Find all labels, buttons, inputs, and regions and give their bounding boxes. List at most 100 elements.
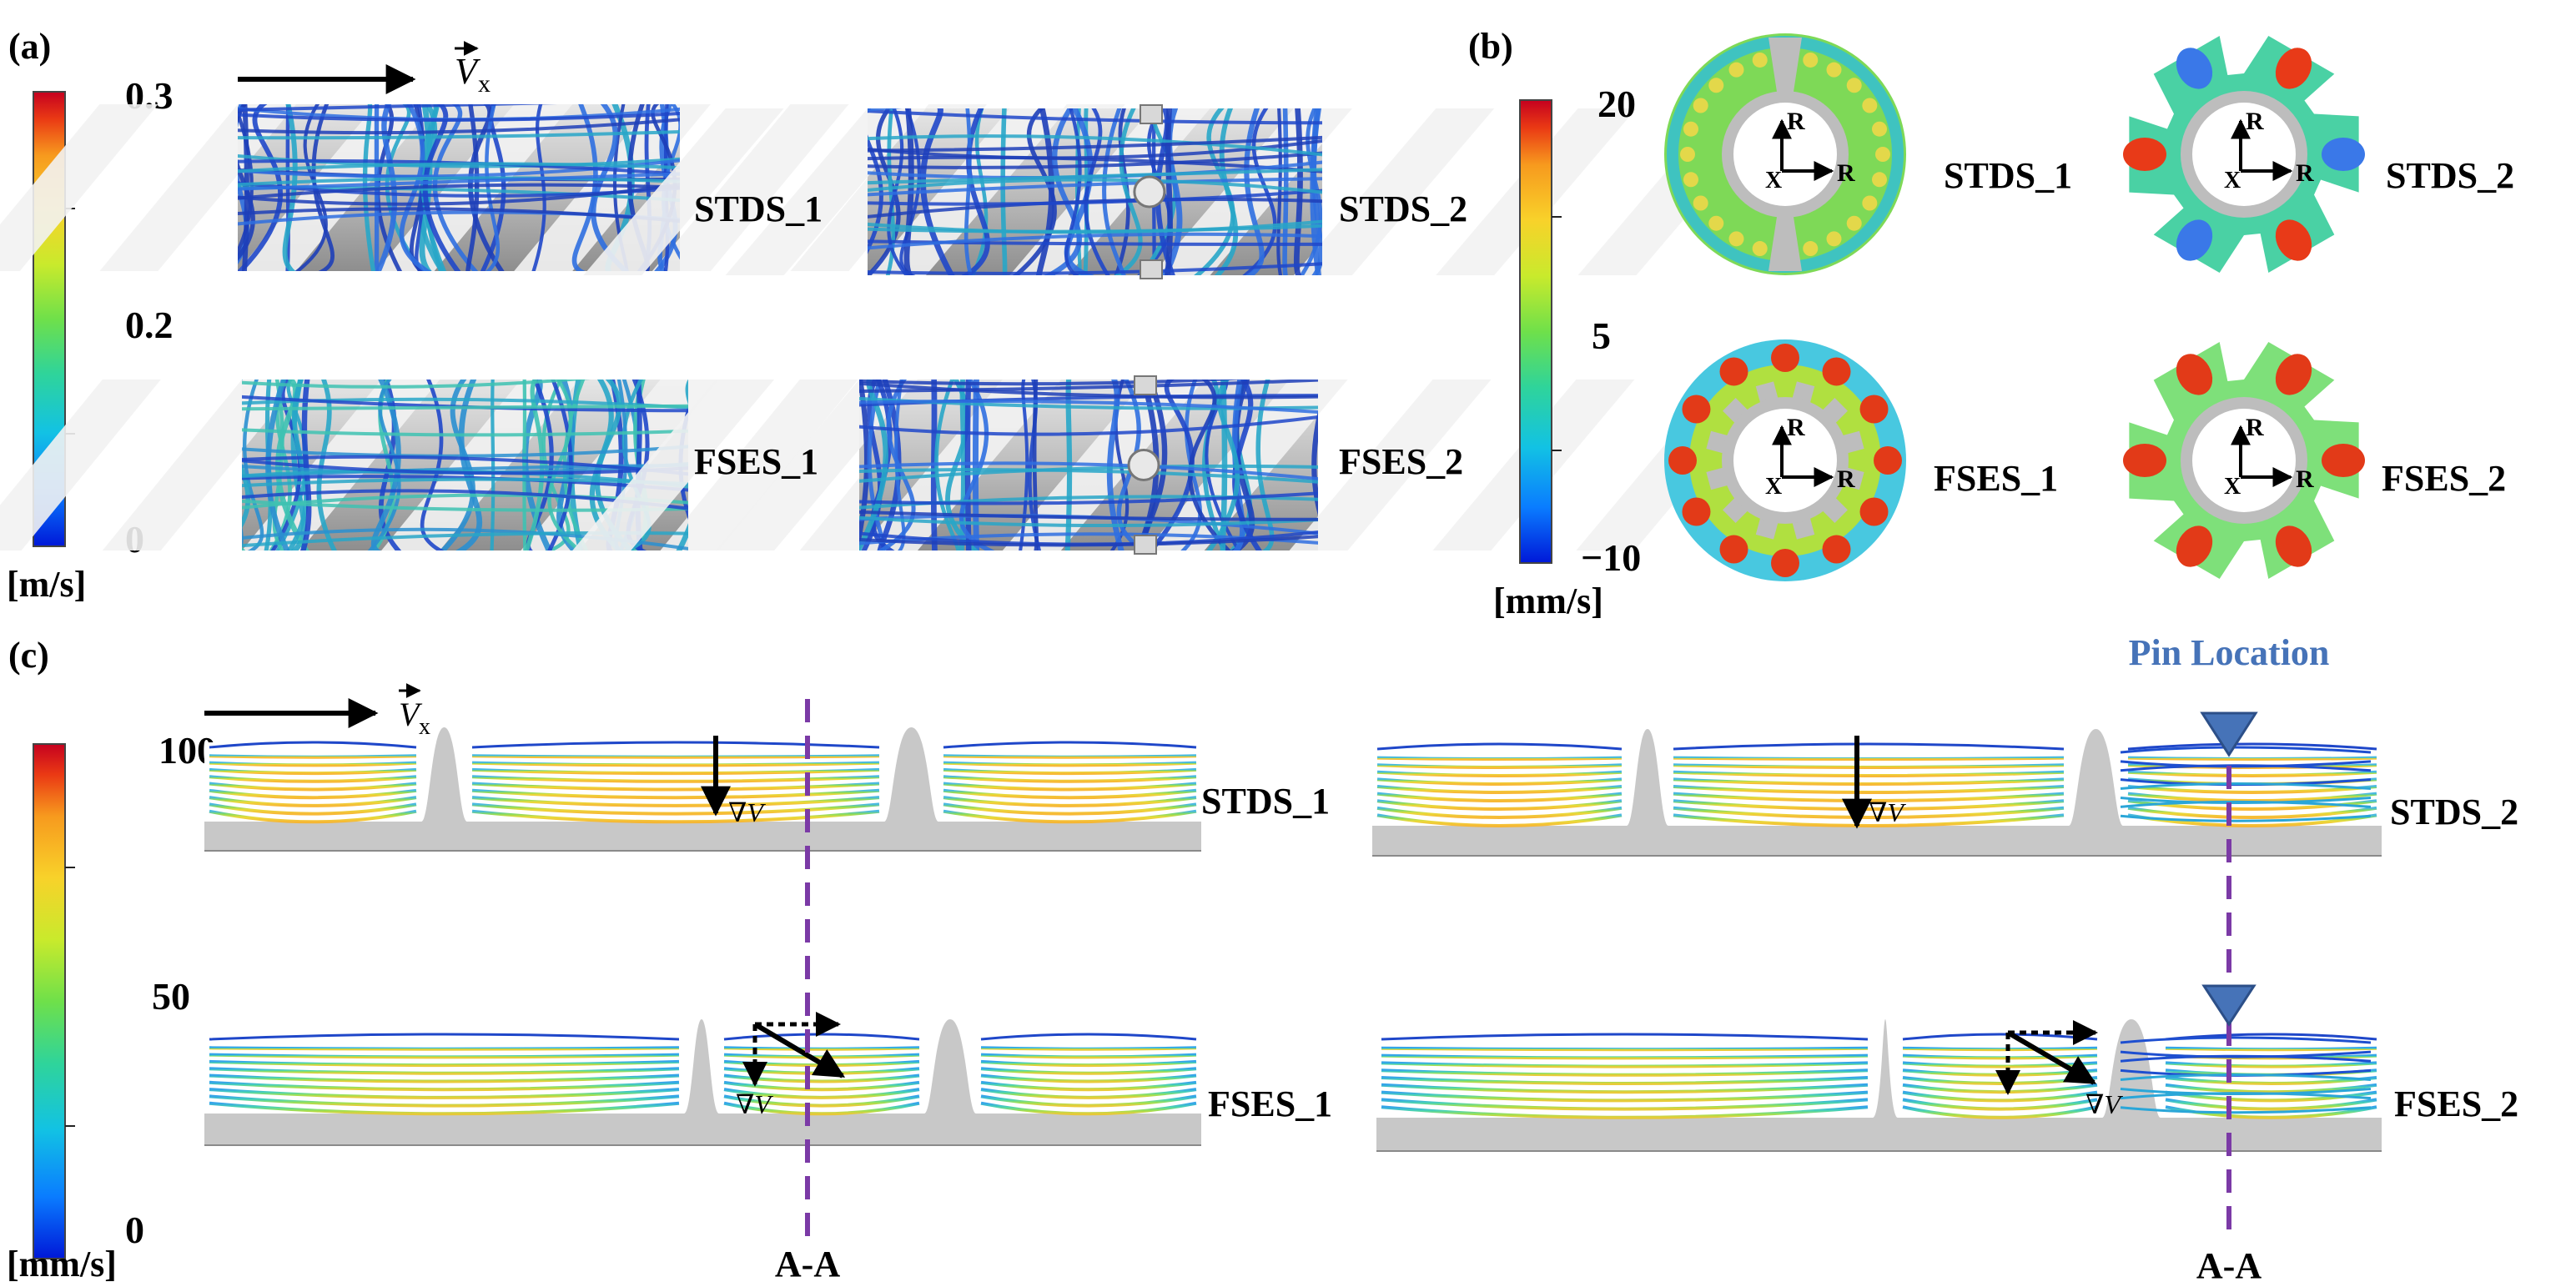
hotspot xyxy=(1682,395,1710,424)
speckle xyxy=(1729,63,1744,78)
colorbar-gradient xyxy=(33,744,65,1259)
speckle xyxy=(1708,216,1723,231)
hotspot xyxy=(1823,535,1851,564)
hotspot xyxy=(1720,357,1748,385)
case-label-fses-2: FSES_2 xyxy=(2394,1083,2518,1124)
speckle xyxy=(1683,172,1698,187)
case-label-fses-1: FSES_1 xyxy=(1934,458,2058,499)
speckle xyxy=(1872,122,1887,137)
pin-marker-bottom xyxy=(2204,986,2254,1024)
speckle xyxy=(1683,122,1698,137)
channel-section-stds-1 xyxy=(204,727,1201,851)
streamline xyxy=(2128,758,2377,759)
contour-spot xyxy=(2123,444,2166,477)
vector-subscript: x xyxy=(419,714,430,740)
hotspot xyxy=(1860,498,1889,526)
streamline xyxy=(1673,758,2064,759)
axis-label-r: R xyxy=(2296,159,2314,187)
speckle xyxy=(1729,231,1744,246)
mixing-pin xyxy=(1140,105,1162,123)
hotspot xyxy=(1771,549,1799,577)
axis-label-x: X xyxy=(2224,168,2241,194)
screw-bore xyxy=(1733,103,1837,206)
screw-root xyxy=(204,822,1201,851)
hotspot xyxy=(1771,344,1799,372)
gradient-label: ∇V xyxy=(736,1089,773,1119)
streamline xyxy=(209,756,416,757)
flow-direction-arrow: V x xyxy=(238,48,491,98)
colorbar-gradient xyxy=(1520,100,1552,563)
streamline xyxy=(1377,758,1622,759)
speckle xyxy=(1827,231,1842,246)
section-label-right: A-A xyxy=(2196,1245,2262,1283)
streamline xyxy=(943,756,1196,757)
case-label-stds-1: STDS_1 xyxy=(1201,781,1330,822)
case-label-stds-1: STDS_1 xyxy=(694,189,823,229)
speckle xyxy=(1803,53,1818,68)
case-label-fses-1: FSES_1 xyxy=(1208,1083,1332,1124)
hotspot xyxy=(1823,357,1851,385)
screw-bore xyxy=(2192,103,2296,206)
case-label-stds-2: STDS_2 xyxy=(2386,155,2514,196)
mixing-pin xyxy=(1140,260,1162,279)
case-label-fses-2: FSES_2 xyxy=(1339,441,1463,482)
gradient-label: ∇V xyxy=(1869,797,1906,827)
screw-bore xyxy=(2192,409,2296,512)
streamline xyxy=(472,756,879,757)
screw-bore xyxy=(1733,409,1837,512)
panel-c-colorbar: 100 50 0 [mm/s] xyxy=(7,729,216,1283)
mixing-pin xyxy=(1135,535,1156,554)
hotspot xyxy=(1682,498,1710,526)
mixing-pin xyxy=(1135,376,1156,395)
streamline xyxy=(1903,1048,2097,1049)
contour-spot xyxy=(2322,444,2365,477)
axis-label-r: R xyxy=(1837,159,1855,187)
panel-b-label: (b) xyxy=(1468,26,1513,67)
colorbar-unit: [mm/s] xyxy=(7,1244,117,1283)
colorbar-tick-label-mid: 5 xyxy=(1592,314,1611,357)
colorbar-unit: [m/s] xyxy=(7,564,86,605)
hotspot xyxy=(1668,446,1697,475)
speckle xyxy=(1708,78,1723,93)
case-label-stds-1: STDS_1 xyxy=(1944,155,2072,196)
axis-label-r: R xyxy=(2246,108,2264,135)
axis-label-r: R xyxy=(1787,108,1805,135)
panel-c: (c) 100 50 0 [mm/s] V x ∇V ∇V xyxy=(7,632,2518,1283)
axis-label-r: R xyxy=(1837,465,1855,493)
speckle xyxy=(1827,63,1842,78)
speckle xyxy=(1847,216,1862,231)
speckle xyxy=(1693,98,1708,113)
hotspot xyxy=(1874,446,1902,475)
axis-label-r: R xyxy=(2246,414,2264,441)
speckle xyxy=(1753,241,1768,256)
case-label-stds-2: STDS_2 xyxy=(1339,189,1467,229)
colorbar-unit: [mm/s] xyxy=(1493,581,1603,621)
cross-section-stds-2: R X R xyxy=(2123,36,2365,273)
contour-spot xyxy=(2123,138,2166,171)
speckle xyxy=(1875,147,1890,162)
speckle xyxy=(1862,98,1877,113)
screw-root xyxy=(204,1114,1201,1145)
speckle xyxy=(1847,78,1862,93)
channel-section-fses-1 xyxy=(204,1019,1201,1145)
speckle xyxy=(1693,196,1708,211)
speckle xyxy=(1680,147,1695,162)
speckle xyxy=(1753,53,1768,68)
pin-location-label: Pin Location xyxy=(2129,632,2330,673)
case-label-stds-2: STDS_2 xyxy=(2390,792,2518,832)
streamline xyxy=(1166,100,1170,284)
panel-a: (a) 0.3 0.2 0 [m/s] V x STDS_1 STDS_2 FS… xyxy=(0,26,1779,605)
case-label-fses-2: FSES_2 xyxy=(2382,458,2506,499)
vector-subscript: x xyxy=(478,70,491,98)
case-label-fses-1: FSES_1 xyxy=(694,441,818,482)
colorbar-tick-label-mid: 50 xyxy=(152,975,190,1018)
gradient-label: ∇V xyxy=(2085,1089,2123,1119)
axis-label-r: R xyxy=(2296,465,2314,493)
streamline xyxy=(1381,1048,1868,1049)
mixing-pin xyxy=(1129,450,1159,480)
hotspot xyxy=(1720,535,1748,564)
colorbar-tick-label-min: −10 xyxy=(1581,536,1641,579)
